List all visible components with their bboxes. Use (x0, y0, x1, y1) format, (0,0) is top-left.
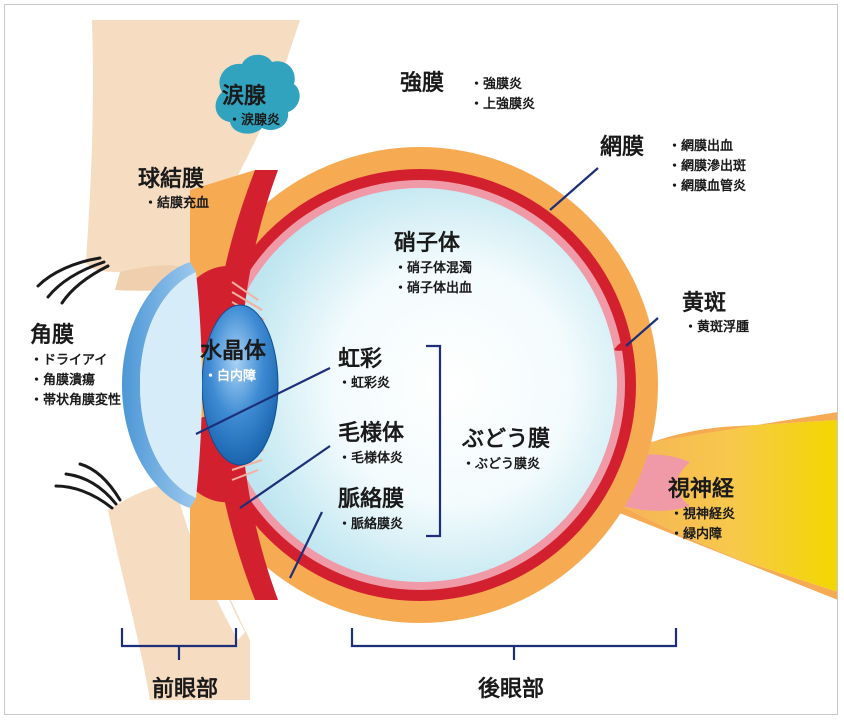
diagram-frame (4, 4, 838, 715)
